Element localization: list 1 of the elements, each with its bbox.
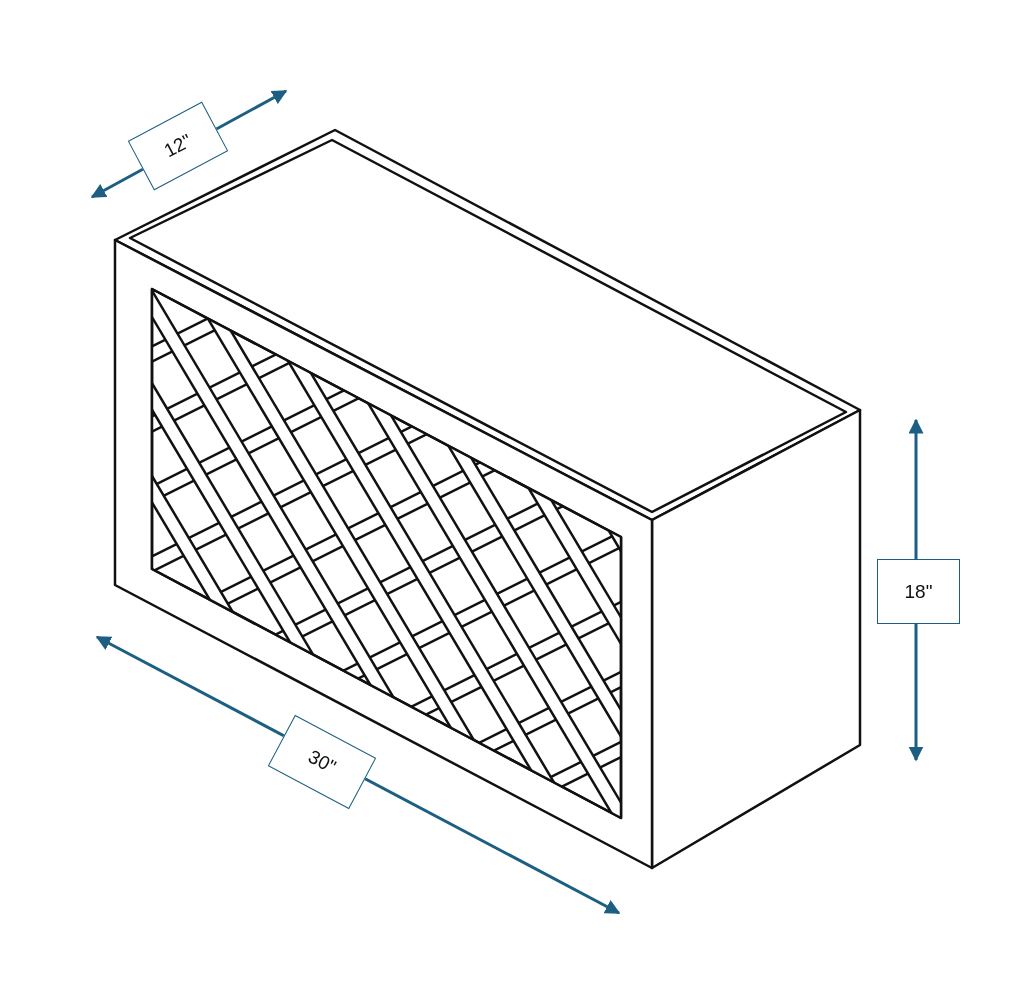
dimension-label: 18" (877, 559, 960, 624)
